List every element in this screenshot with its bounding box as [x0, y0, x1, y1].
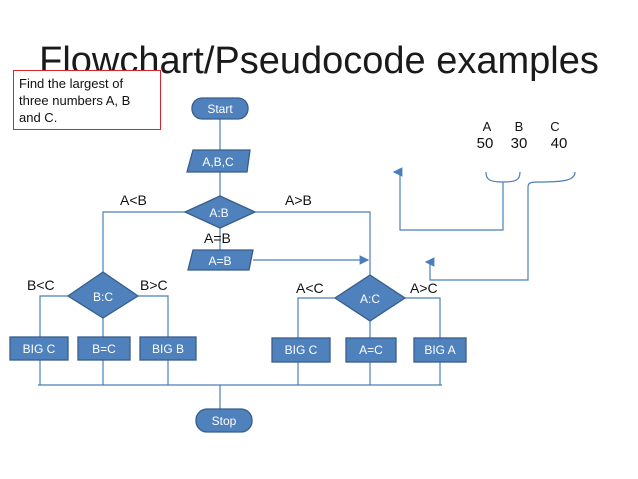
- big-b-text: BIG B: [152, 342, 184, 356]
- variable-brace: [485, 171, 576, 188]
- a-eq-c-text: A=C: [359, 343, 383, 357]
- assign-ab-text: A=B: [208, 254, 231, 268]
- var-value-b: 30: [511, 135, 528, 152]
- connectors: [38, 118, 529, 409]
- label-a-lt-c: A<C: [296, 280, 324, 296]
- start-node: [191, 97, 249, 120]
- label-a-eq-b: A=B: [204, 230, 231, 246]
- var-value-c: 40: [551, 135, 568, 152]
- big-c-right-text: BIG C: [285, 343, 318, 357]
- b-eq-c-text: B=C: [92, 342, 116, 356]
- var-name-c: C: [550, 119, 559, 134]
- big-c-left-text: BIG C: [23, 342, 56, 356]
- stop-text: Stop: [212, 414, 237, 428]
- edge-a-lt-b: [102, 211, 185, 272]
- edge-b-gt-c: [138, 295, 169, 337]
- result-a-eq-c: [345, 337, 397, 363]
- label-b-gt-c: B>C: [140, 277, 168, 293]
- cmp-bc-text: B:C: [93, 290, 113, 304]
- result-big-b: [139, 336, 197, 361]
- problem-note: Find the largest of three numbers A, B a…: [13, 70, 161, 130]
- cmp-ab-text: A:B: [209, 206, 228, 220]
- feedback-upper: [392, 167, 504, 231]
- var-name-b: B: [515, 119, 524, 134]
- result-big-c-right: [271, 337, 331, 363]
- edge-a-gt-c: [405, 297, 441, 338]
- decision-b-c: [66, 271, 140, 319]
- result-big-c-left: [9, 336, 69, 361]
- label-a-gt-c: A>C: [410, 280, 438, 296]
- result-big-a: [413, 337, 467, 363]
- cmp-ac-text: A:C: [360, 292, 380, 306]
- big-a-text: BIG A: [424, 343, 455, 357]
- assign-a-b-node: [187, 249, 254, 271]
- edge-a-gt-b: [255, 211, 371, 275]
- feedback-lower: [424, 187, 529, 281]
- input-text: A,B,C: [202, 155, 234, 169]
- decision-a-c: [333, 274, 407, 322]
- stop-node: [195, 408, 253, 433]
- label-a-lt-b: A<B: [120, 192, 147, 208]
- edge-b-lt-c: [39, 295, 68, 337]
- decision-a-b: [183, 195, 257, 229]
- var-name-a: A: [483, 119, 492, 134]
- edge-a-lt-c: [297, 297, 335, 338]
- result-b-eq-c: [77, 336, 131, 361]
- label-b-lt-c: B<C: [27, 277, 55, 293]
- start-text: Start: [207, 102, 233, 116]
- label-a-gt-b: A>B: [285, 192, 312, 208]
- input-node: [186, 149, 251, 173]
- var-value-a: 50: [477, 135, 494, 152]
